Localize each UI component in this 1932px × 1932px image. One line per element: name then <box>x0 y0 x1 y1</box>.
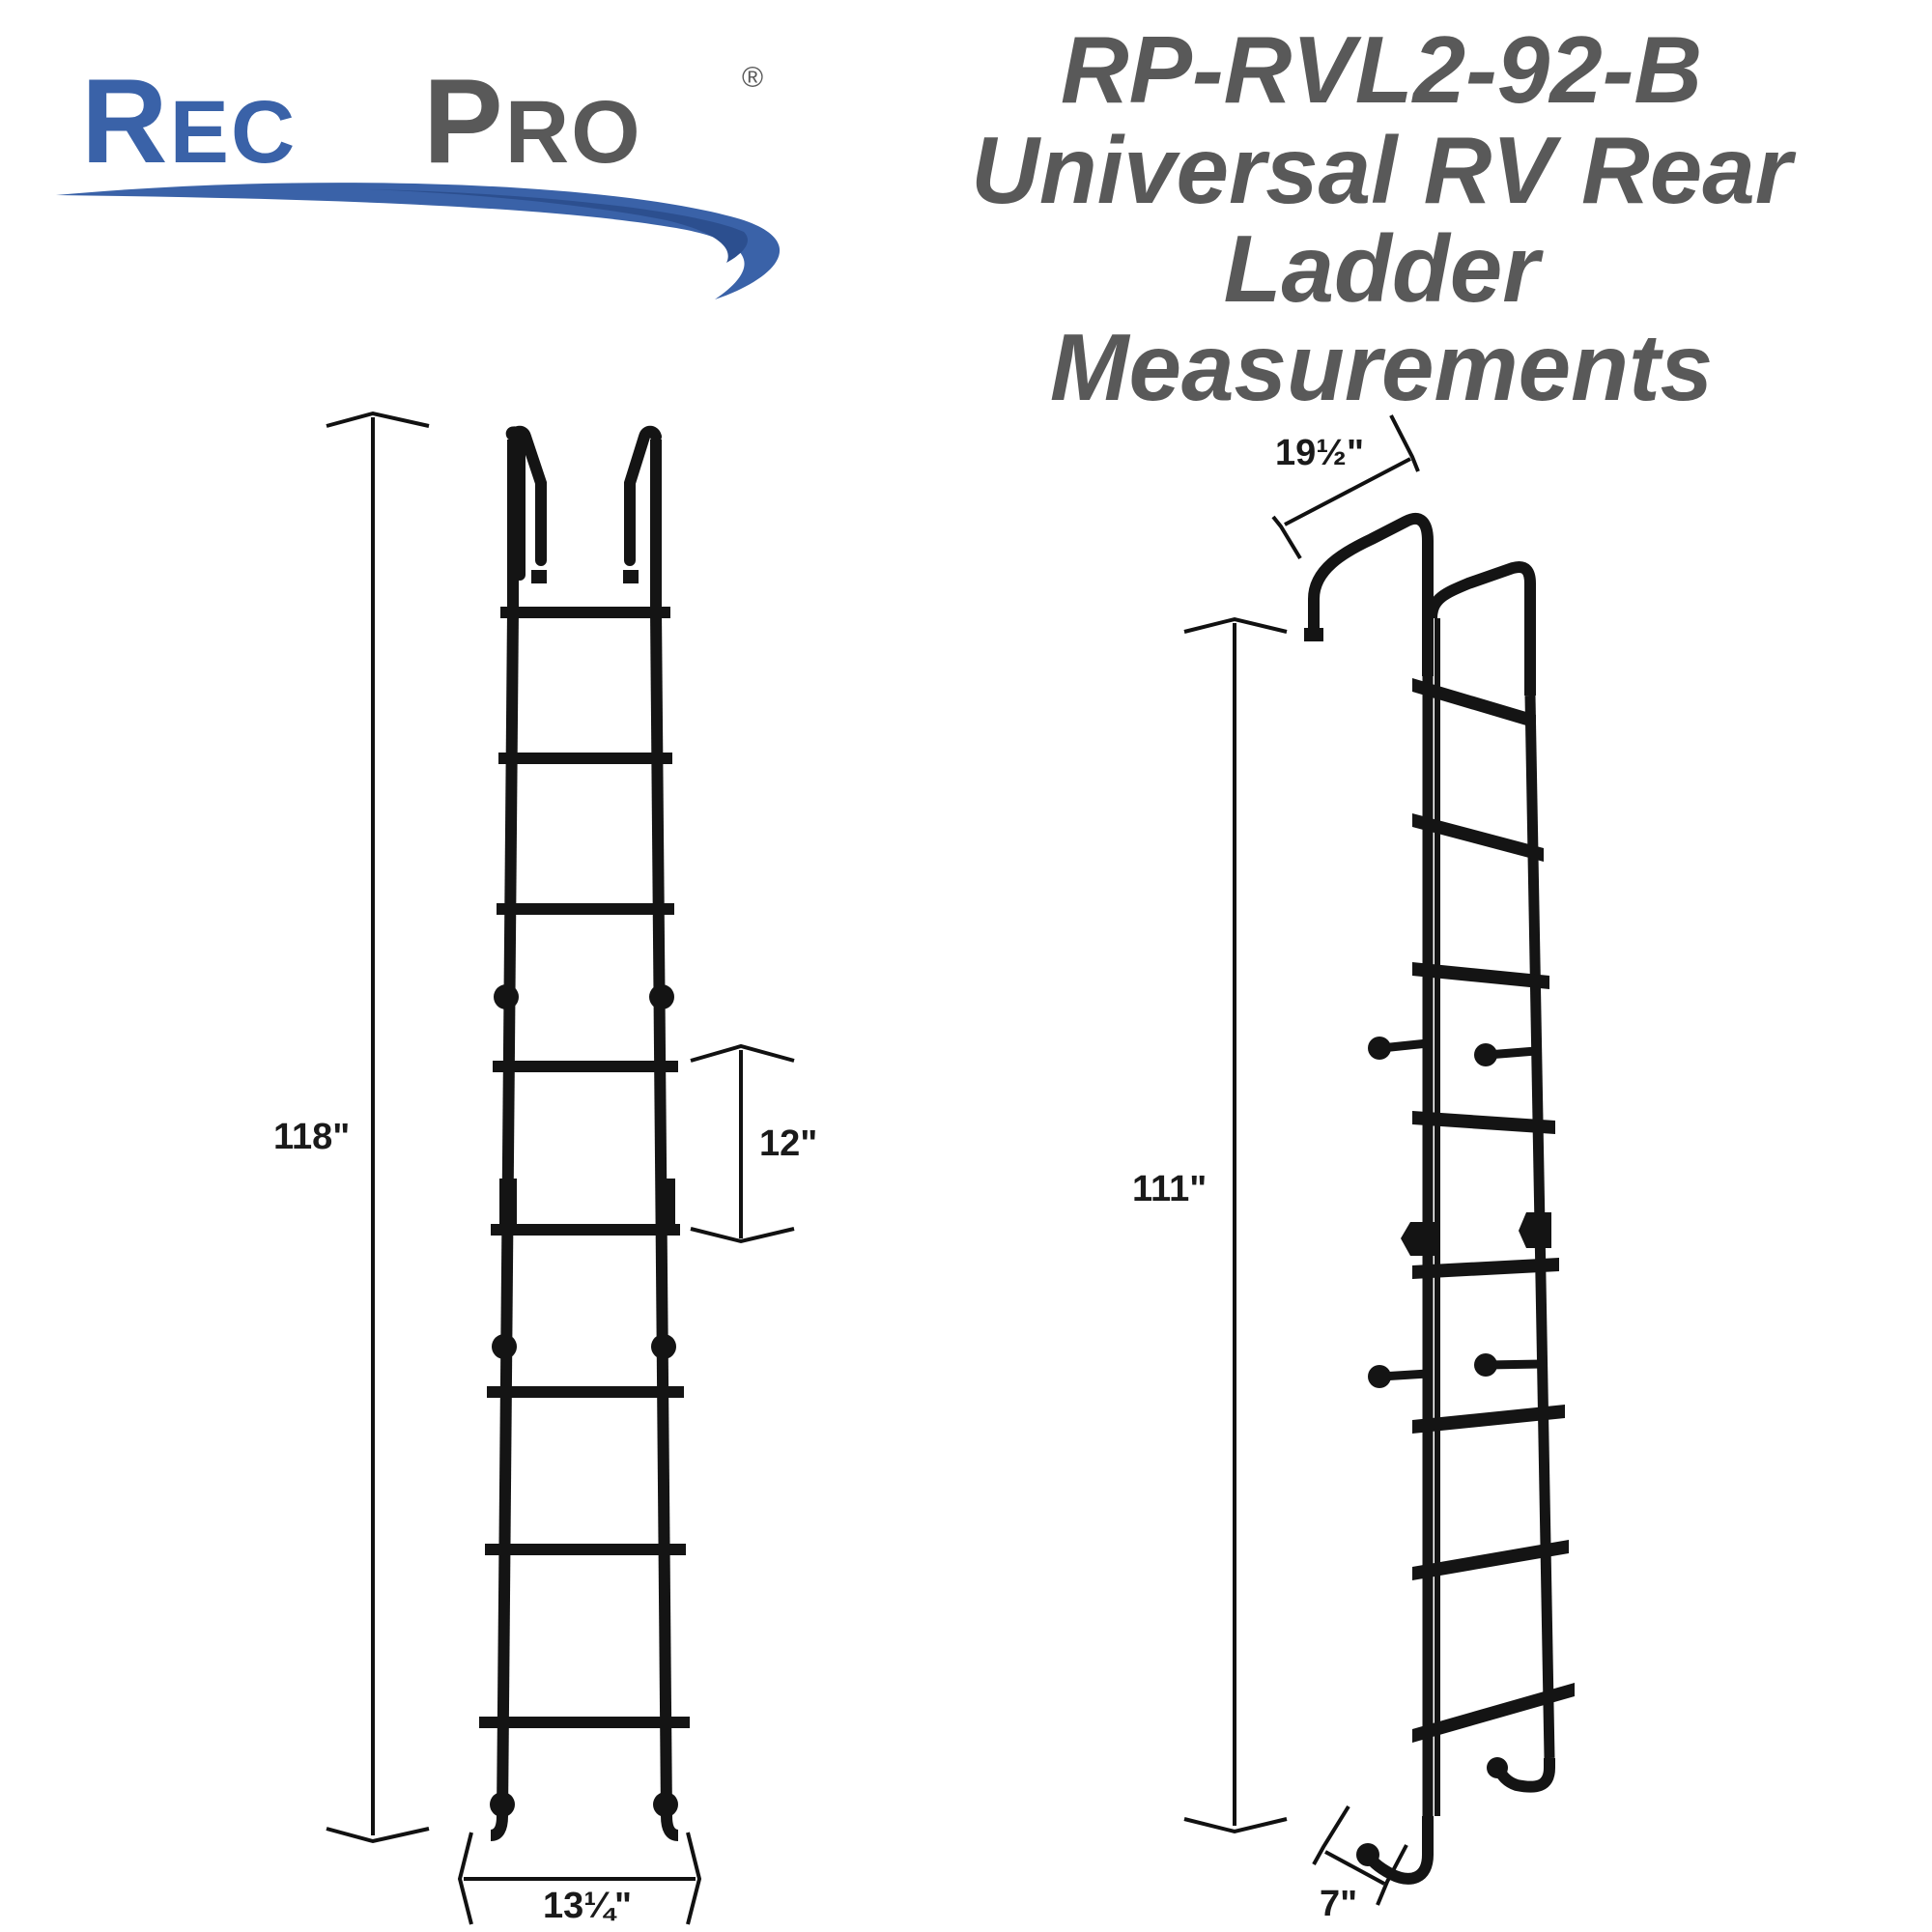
rung <box>485 1544 686 1555</box>
hook-reach-dimension <box>1271 414 1420 560</box>
title-model-number: RP-RVL2-92-B <box>1060 16 1703 123</box>
mount-foot <box>651 1334 676 1359</box>
title-line-4: Measurements <box>1049 314 1714 420</box>
mount-foot <box>492 1334 517 1359</box>
rung-spacing-dimension <box>690 1043 795 1244</box>
title-line-3: Ladder <box>1223 215 1540 322</box>
standoff-label: 7" <box>1320 1884 1358 1924</box>
rung <box>491 1224 680 1236</box>
logo-word-rec: REC <box>81 55 298 188</box>
front-height-dimension <box>326 411 430 1844</box>
front-width-dimension <box>457 1832 702 1925</box>
mount-foot <box>653 1792 678 1817</box>
right-hook-clamp <box>623 570 639 583</box>
side-height-label: 111" <box>1132 1169 1208 1209</box>
left-splice <box>499 1179 517 1235</box>
front-ladder <box>479 425 690 1841</box>
side-rear-hook <box>1426 561 1536 696</box>
side-rung <box>1412 962 1549 989</box>
side-rung <box>1412 1540 1569 1580</box>
side-rung <box>1412 1405 1565 1434</box>
logo-word-pro: PRO <box>423 55 642 188</box>
front-width-label: 13¼" <box>543 1886 632 1926</box>
front-height-label: 118" <box>273 1117 351 1157</box>
side-splice <box>1401 1222 1439 1256</box>
title-line-2: Universal RV Rear <box>971 117 1792 223</box>
side-rung <box>1412 1258 1559 1279</box>
mount-foot <box>649 984 674 1009</box>
rung <box>479 1717 690 1728</box>
rung <box>493 1061 678 1072</box>
rung <box>498 753 672 764</box>
hook-reach-label: 19½" <box>1275 433 1364 473</box>
side-front-hook <box>1308 513 1434 676</box>
right-hook <box>624 425 662 566</box>
side-rung <box>1412 813 1544 862</box>
right-splice <box>658 1179 675 1235</box>
side-rung <box>1412 1683 1575 1743</box>
side-splice <box>1519 1212 1551 1248</box>
side-rung <box>1412 1111 1555 1134</box>
logo-swoosh <box>56 183 781 299</box>
side-front-bottom-hook <box>1363 1816 1434 1885</box>
mount-foot <box>494 984 519 1009</box>
standoff-dimension <box>1312 1804 1408 1906</box>
side-ladder <box>1304 513 1575 1885</box>
left-hook-clamp <box>531 570 547 583</box>
registered-mark: ® <box>742 62 766 94</box>
rung <box>500 607 670 618</box>
rung <box>487 1386 684 1398</box>
rung-spacing-label: 12" <box>759 1123 818 1164</box>
rung <box>497 903 674 915</box>
side-rung <box>1412 678 1536 728</box>
side-height-dimension <box>1183 616 1288 1834</box>
mount-foot <box>490 1792 515 1817</box>
